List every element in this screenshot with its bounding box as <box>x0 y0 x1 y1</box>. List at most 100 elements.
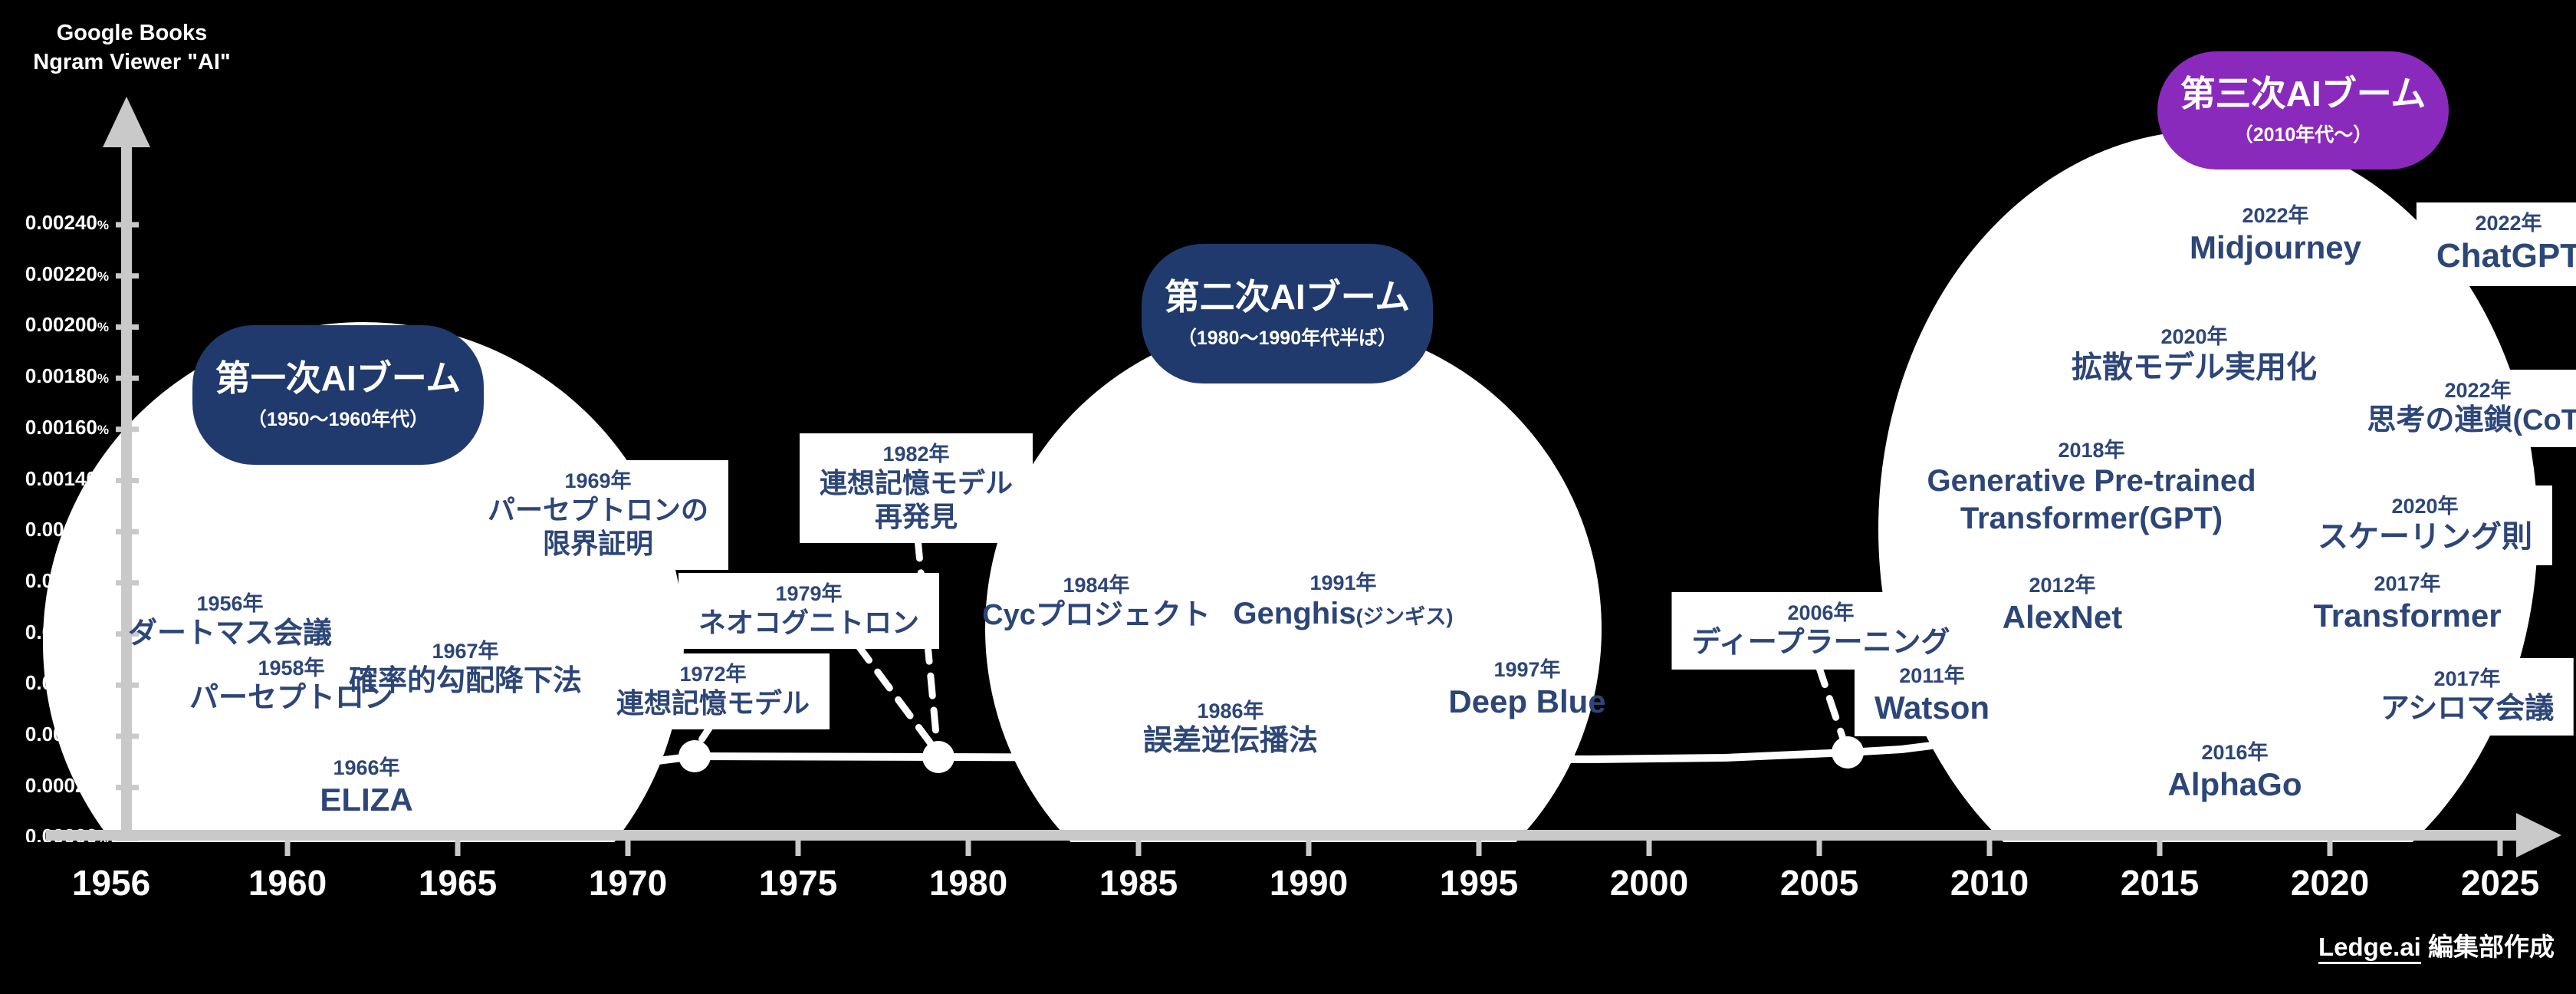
event-year: 1969年 <box>564 469 632 492</box>
boom-name: 第三次AIブーム <box>2180 74 2426 114</box>
boom-period: （1980～1990年代半ば） <box>1177 327 1398 349</box>
event-label: 2017年アシロマ会議 <box>2360 658 2574 736</box>
x-axis-year-label: 1990 <box>1269 863 1349 903</box>
event-name: ダートマス会議 <box>127 617 333 650</box>
event-year: 2017年 <box>2374 572 2441 595</box>
boom1-pill: 第一次AIブーム （1950～1960年代） <box>192 325 484 465</box>
x-axis-year-label: 2010 <box>1950 863 2029 903</box>
y-axis-tick-label: 0.00180% <box>25 364 109 388</box>
event-year: 2016年 <box>2201 741 2269 764</box>
y-axis-tick-label: 0.00220% <box>25 262 109 285</box>
event-name: Genghis(ジンギス) <box>1233 597 1454 631</box>
event-name: 思考の連鎖(CoT) <box>2367 404 2576 437</box>
x-axis-year-label: 1970 <box>588 863 668 903</box>
chart-title-line2: Ngram Viewer "AI" <box>33 50 231 75</box>
event-name: 限界証明 <box>542 527 654 559</box>
event-name: Generative Pre-trained <box>1927 464 2256 499</box>
event-year: 1991年 <box>1309 571 1377 594</box>
event-name: 拡散モデル実用化 <box>2072 351 2317 385</box>
event-label: 1956年ダートマス会議 <box>128 592 332 651</box>
x-axis-year-label: 1965 <box>418 863 498 903</box>
event-year: 1986年 <box>1197 699 1264 722</box>
event-name: スケーリング則 <box>2318 520 2532 555</box>
event-year: 2022年 <box>2475 212 2542 235</box>
boom2-pill: 第二次AIブーム （1980～1990年代半ば） <box>1142 244 1433 383</box>
event-year: 1956年 <box>196 592 264 615</box>
x-axis-year-label: 2025 <box>2460 863 2540 903</box>
event-name-suffix: (ジンギス) <box>1355 604 1454 629</box>
event-year: 2020年 <box>2391 495 2459 518</box>
event-name: 確率的勾配降下法 <box>348 665 583 698</box>
event-year: 1966年 <box>333 756 400 779</box>
event-label: 1991年 Genghis(ジンギス) <box>1234 571 1454 633</box>
event-name: Transformer <box>2313 597 2502 634</box>
event-label: 1966年 ELIZA <box>320 756 412 819</box>
y-axis-tick-label: 0.00160% <box>25 415 109 439</box>
chart-title-line1: Google Books <box>56 21 208 45</box>
event-year: 2006年 <box>1787 601 1855 624</box>
event-label: 1986年誤差逆伝播法 <box>1143 699 1318 759</box>
event-name: ネオコグニトロン <box>698 607 920 639</box>
event-name: 再発見 <box>874 500 958 532</box>
event-year: 1967年 <box>432 640 499 663</box>
event-year: 2017年 <box>2433 667 2501 690</box>
event-name: 誤差逆伝播法 <box>1142 725 1319 758</box>
boom-period: （1950～1960年代） <box>247 408 429 430</box>
event-label: 1967年確率的勾配降下法 <box>349 640 582 699</box>
y-axis-tick-label: 0.00240% <box>25 211 109 234</box>
event-year: 1997年 <box>1493 658 1561 681</box>
event-name: 連想記憶モデル <box>616 687 810 719</box>
event-year: 1979年 <box>775 582 843 605</box>
event-year: 1982年 <box>882 443 950 466</box>
event-name: Cycプロジェクト <box>982 599 1211 632</box>
event-name: AlphaGo <box>2167 766 2302 803</box>
event-label: 1972年連想記憶モデル <box>596 653 830 729</box>
event-year: 2022年 <box>2242 204 2309 227</box>
event-year: 2022年 <box>2444 379 2512 402</box>
x-axis-year-label: 1960 <box>248 863 327 903</box>
x-axis-year-label: 1975 <box>758 863 838 903</box>
event-label: 1969年パーセプトロンの限界証明 <box>467 460 729 570</box>
x-axis-year-label: 2000 <box>1609 863 1689 903</box>
event-name: ChatGPT <box>2436 237 2576 275</box>
event-name: アシロマ会議 <box>2380 693 2555 726</box>
event-year: 2012年 <box>2029 574 2096 597</box>
boom-period: （2010年代～） <box>2233 123 2373 146</box>
credit-rest: 編集部作成 <box>2420 933 2555 961</box>
x-axis-year-label: 2015 <box>2120 863 2200 903</box>
event-label: 2020年スケーリング則 <box>2298 485 2552 565</box>
event-name: ELIZA <box>320 782 413 818</box>
x-axis-year-label: 2005 <box>1779 863 1859 903</box>
event-name: AlexNet <box>2002 599 2123 636</box>
credit-link[interactable]: Ledge.ai <box>2318 933 2421 964</box>
event-year: 1984年 <box>1063 574 1130 597</box>
x-axis-year-label: 1995 <box>1439 863 1519 903</box>
event-label: 1982年連想記憶モデル再発見 <box>799 433 1033 543</box>
event-year: 1958年 <box>258 657 325 680</box>
event-name: Transformer(GPT) <box>1960 501 2223 535</box>
event-label: 1958年パーセプトロン <box>189 657 393 716</box>
event-label: 2022年思考の連鎖(CoT) <box>2347 370 2576 448</box>
x-axis-year-label: 2020 <box>2290 863 2370 903</box>
event-name: パーセプトロン <box>189 682 394 715</box>
boom-name: 第一次AIブーム <box>215 358 462 399</box>
boom-name: 第二次AIブーム <box>1164 277 1411 318</box>
x-axis-year-label: 1980 <box>928 863 1008 903</box>
chart-title: Google Books Ngram Viewer "AI" <box>17 18 247 77</box>
below-axis-mask <box>0 842 2576 994</box>
y-axis-tick-label: 0.00200% <box>25 313 109 337</box>
event-label: 2020年拡散モデル実用化 <box>2072 325 2317 387</box>
x-axis-year-label: 1956 <box>71 863 151 903</box>
credit-line: Ledge.ai 編集部作成 <box>2318 927 2555 964</box>
event-year: 2020年 <box>2160 325 2228 348</box>
event-year: 2018年 <box>2058 439 2125 462</box>
